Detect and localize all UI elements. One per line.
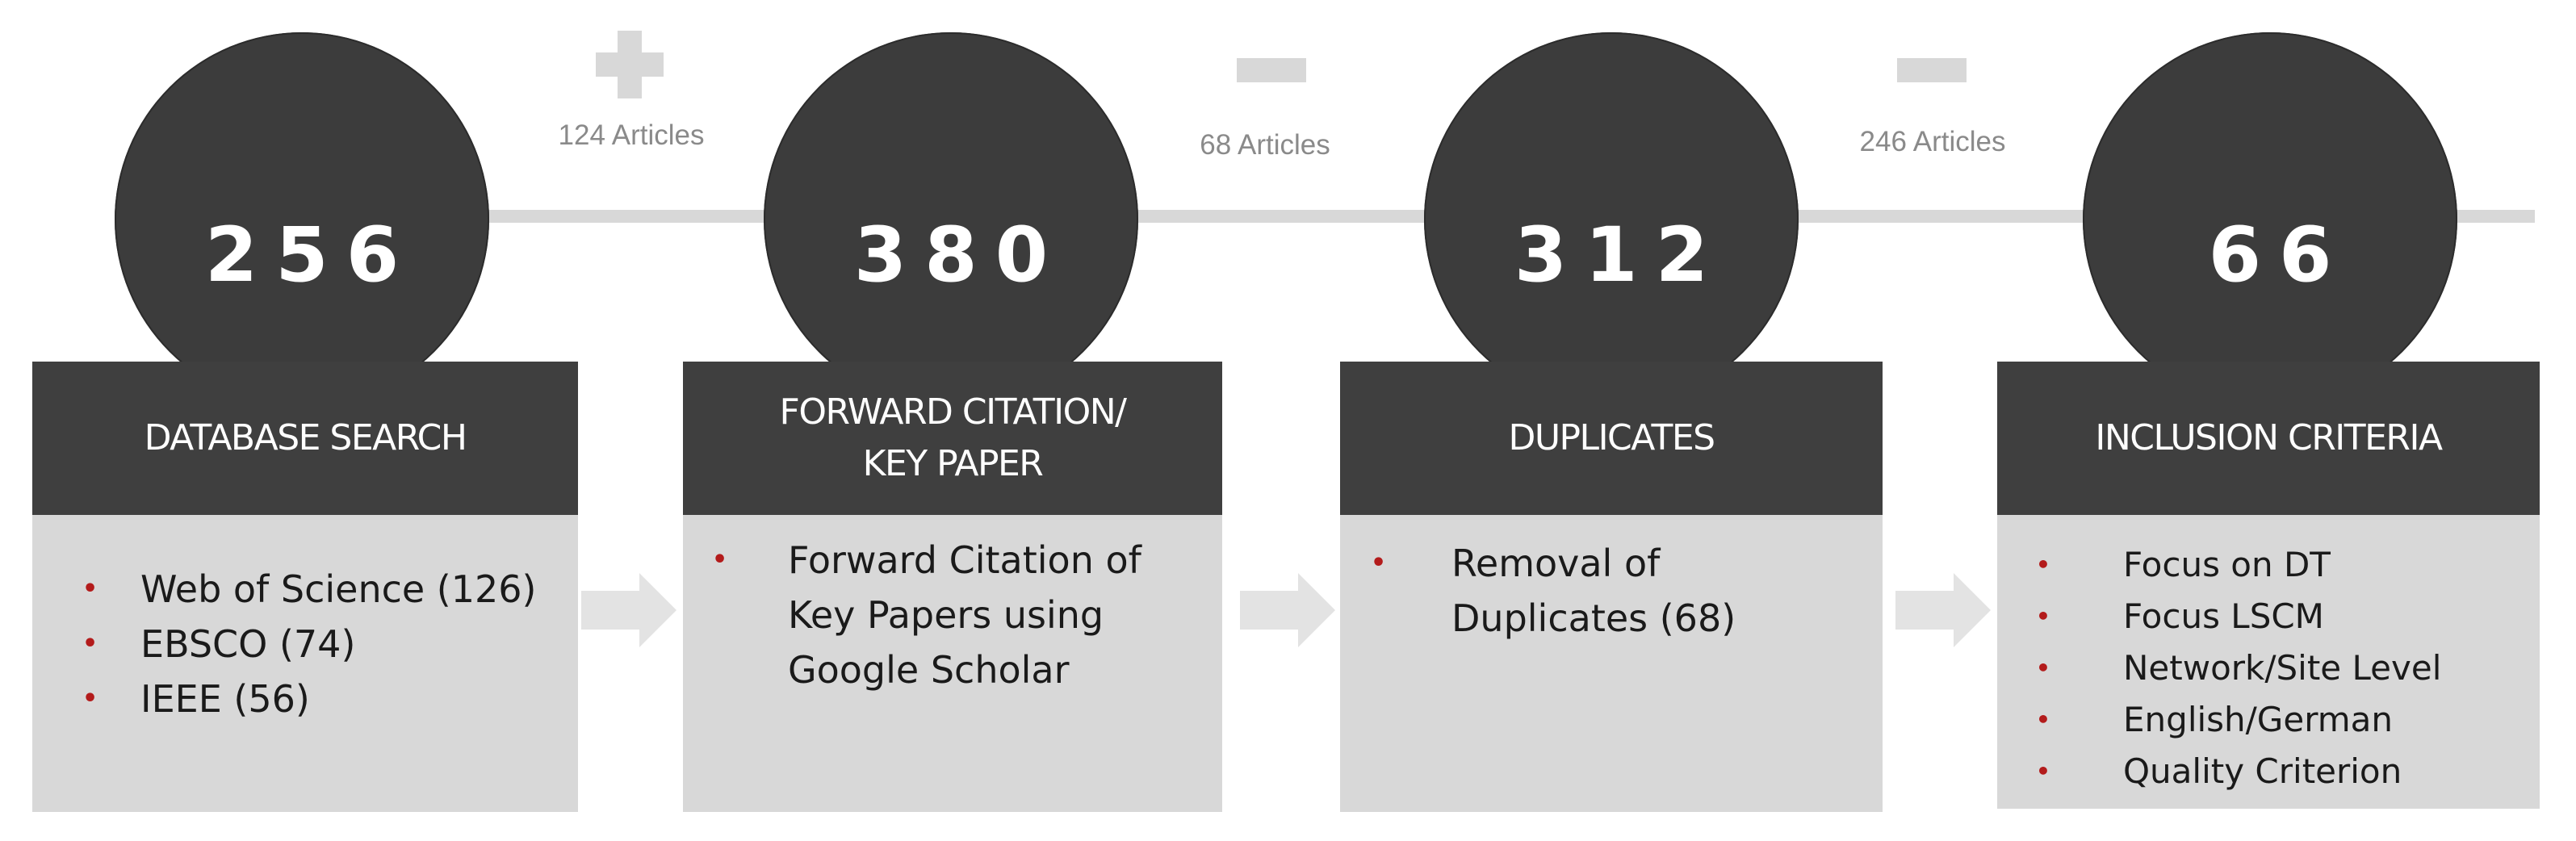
bullet-icon: • bbox=[82, 684, 98, 713]
bullet-icon: • bbox=[712, 546, 728, 574]
stage-4-header: INCLUSION CRITERIA bbox=[1997, 362, 2540, 515]
list-item: •Focus on DT bbox=[2029, 539, 2540, 591]
stage-1-list: •Web of Science (126) •EBSCO (74) •IEEE … bbox=[52, 562, 578, 726]
list-item: •Network/Site Level bbox=[2029, 642, 2540, 694]
stage-4-body: •Focus on DT •Focus LSCM •Network/Site L… bbox=[1997, 515, 2540, 809]
bullet-icon: • bbox=[2036, 603, 2050, 630]
stage-1-title: DATABASE SEARCH bbox=[144, 417, 467, 458]
stage-2-header: FORWARD CITATION/ KEY PAPER bbox=[683, 362, 1222, 515]
bullet-icon: • bbox=[82, 575, 98, 603]
stage-2-circle: 380 bbox=[764, 32, 1138, 407]
transition-3-label: 246 Articles bbox=[1859, 126, 2006, 157]
stage-4-title: INCLUSION CRITERIA bbox=[2095, 417, 2443, 458]
stage-2-list: •Forward Citation of Key Papers using Go… bbox=[697, 533, 1222, 697]
list-item: Key Papers using bbox=[788, 593, 1104, 637]
arrow-right-icon bbox=[581, 573, 676, 647]
stage-3-body: •Removal of Duplicates (68) bbox=[1340, 515, 1883, 812]
list-item: •Focus LSCM bbox=[2029, 591, 2540, 642]
bullet-icon: • bbox=[2036, 706, 2050, 733]
stage-1-header: DATABASE SEARCH bbox=[32, 362, 578, 515]
stage-3-circle: 312 bbox=[1424, 32, 1799, 407]
stage-1-body: •Web of Science (126) •EBSCO (74) •IEEE … bbox=[32, 515, 578, 812]
list-item: •IEEE (56) bbox=[52, 672, 578, 726]
stage-4-list: •Focus on DT •Focus LSCM •Network/Site L… bbox=[2029, 539, 2540, 797]
stage-2-title-line-1: FORWARD CITATION/ bbox=[779, 391, 1127, 433]
stage-2-body: •Forward Citation of Key Papers using Go… bbox=[683, 515, 1222, 812]
transition-1-label: 124 Articles bbox=[558, 119, 705, 151]
arrow-right-icon bbox=[1895, 573, 1991, 647]
stage-4-count: 66 bbox=[2208, 211, 2350, 299]
stage-2-title-line-2: KEY PAPER bbox=[862, 443, 1044, 484]
bullet-icon: • bbox=[2036, 551, 2050, 578]
plus-icon bbox=[596, 31, 664, 98]
minus-icon bbox=[1237, 58, 1306, 82]
stage-2-count: 380 bbox=[853, 211, 1066, 299]
list-item: •Forward Citation of bbox=[697, 533, 1222, 588]
stage-1-count: 256 bbox=[204, 211, 417, 299]
stage-3-title: DUPLICATES bbox=[1508, 417, 1715, 458]
stage-1-circle: 256 bbox=[115, 32, 489, 407]
stage-3-list: •Removal of Duplicates (68) bbox=[1358, 536, 1883, 646]
list-item: Duplicates (68) bbox=[1451, 596, 1736, 640]
list-item: •EBSCO (74) bbox=[52, 617, 578, 672]
list-item: •Web of Science (126) bbox=[52, 562, 578, 617]
bullet-icon: • bbox=[2036, 758, 2050, 785]
list-item: Google Scholar bbox=[788, 648, 1070, 692]
stage-3-header: DUPLICATES bbox=[1340, 362, 1883, 515]
bullet-icon: • bbox=[82, 630, 98, 658]
bullet-icon: • bbox=[1371, 549, 1387, 577]
list-item: •English/German bbox=[2029, 694, 2540, 746]
bullet-icon: • bbox=[2036, 655, 2050, 681]
stage-3-count: 312 bbox=[1514, 211, 1727, 299]
arrow-right-icon bbox=[1240, 573, 1335, 647]
stage-4-circle: 66 bbox=[2083, 32, 2457, 407]
list-item: •Quality Criterion bbox=[2029, 746, 2540, 797]
transition-2-label: 68 Articles bbox=[1200, 129, 1330, 161]
minus-icon bbox=[1897, 58, 1967, 82]
list-item: •Removal of bbox=[1358, 536, 1883, 591]
